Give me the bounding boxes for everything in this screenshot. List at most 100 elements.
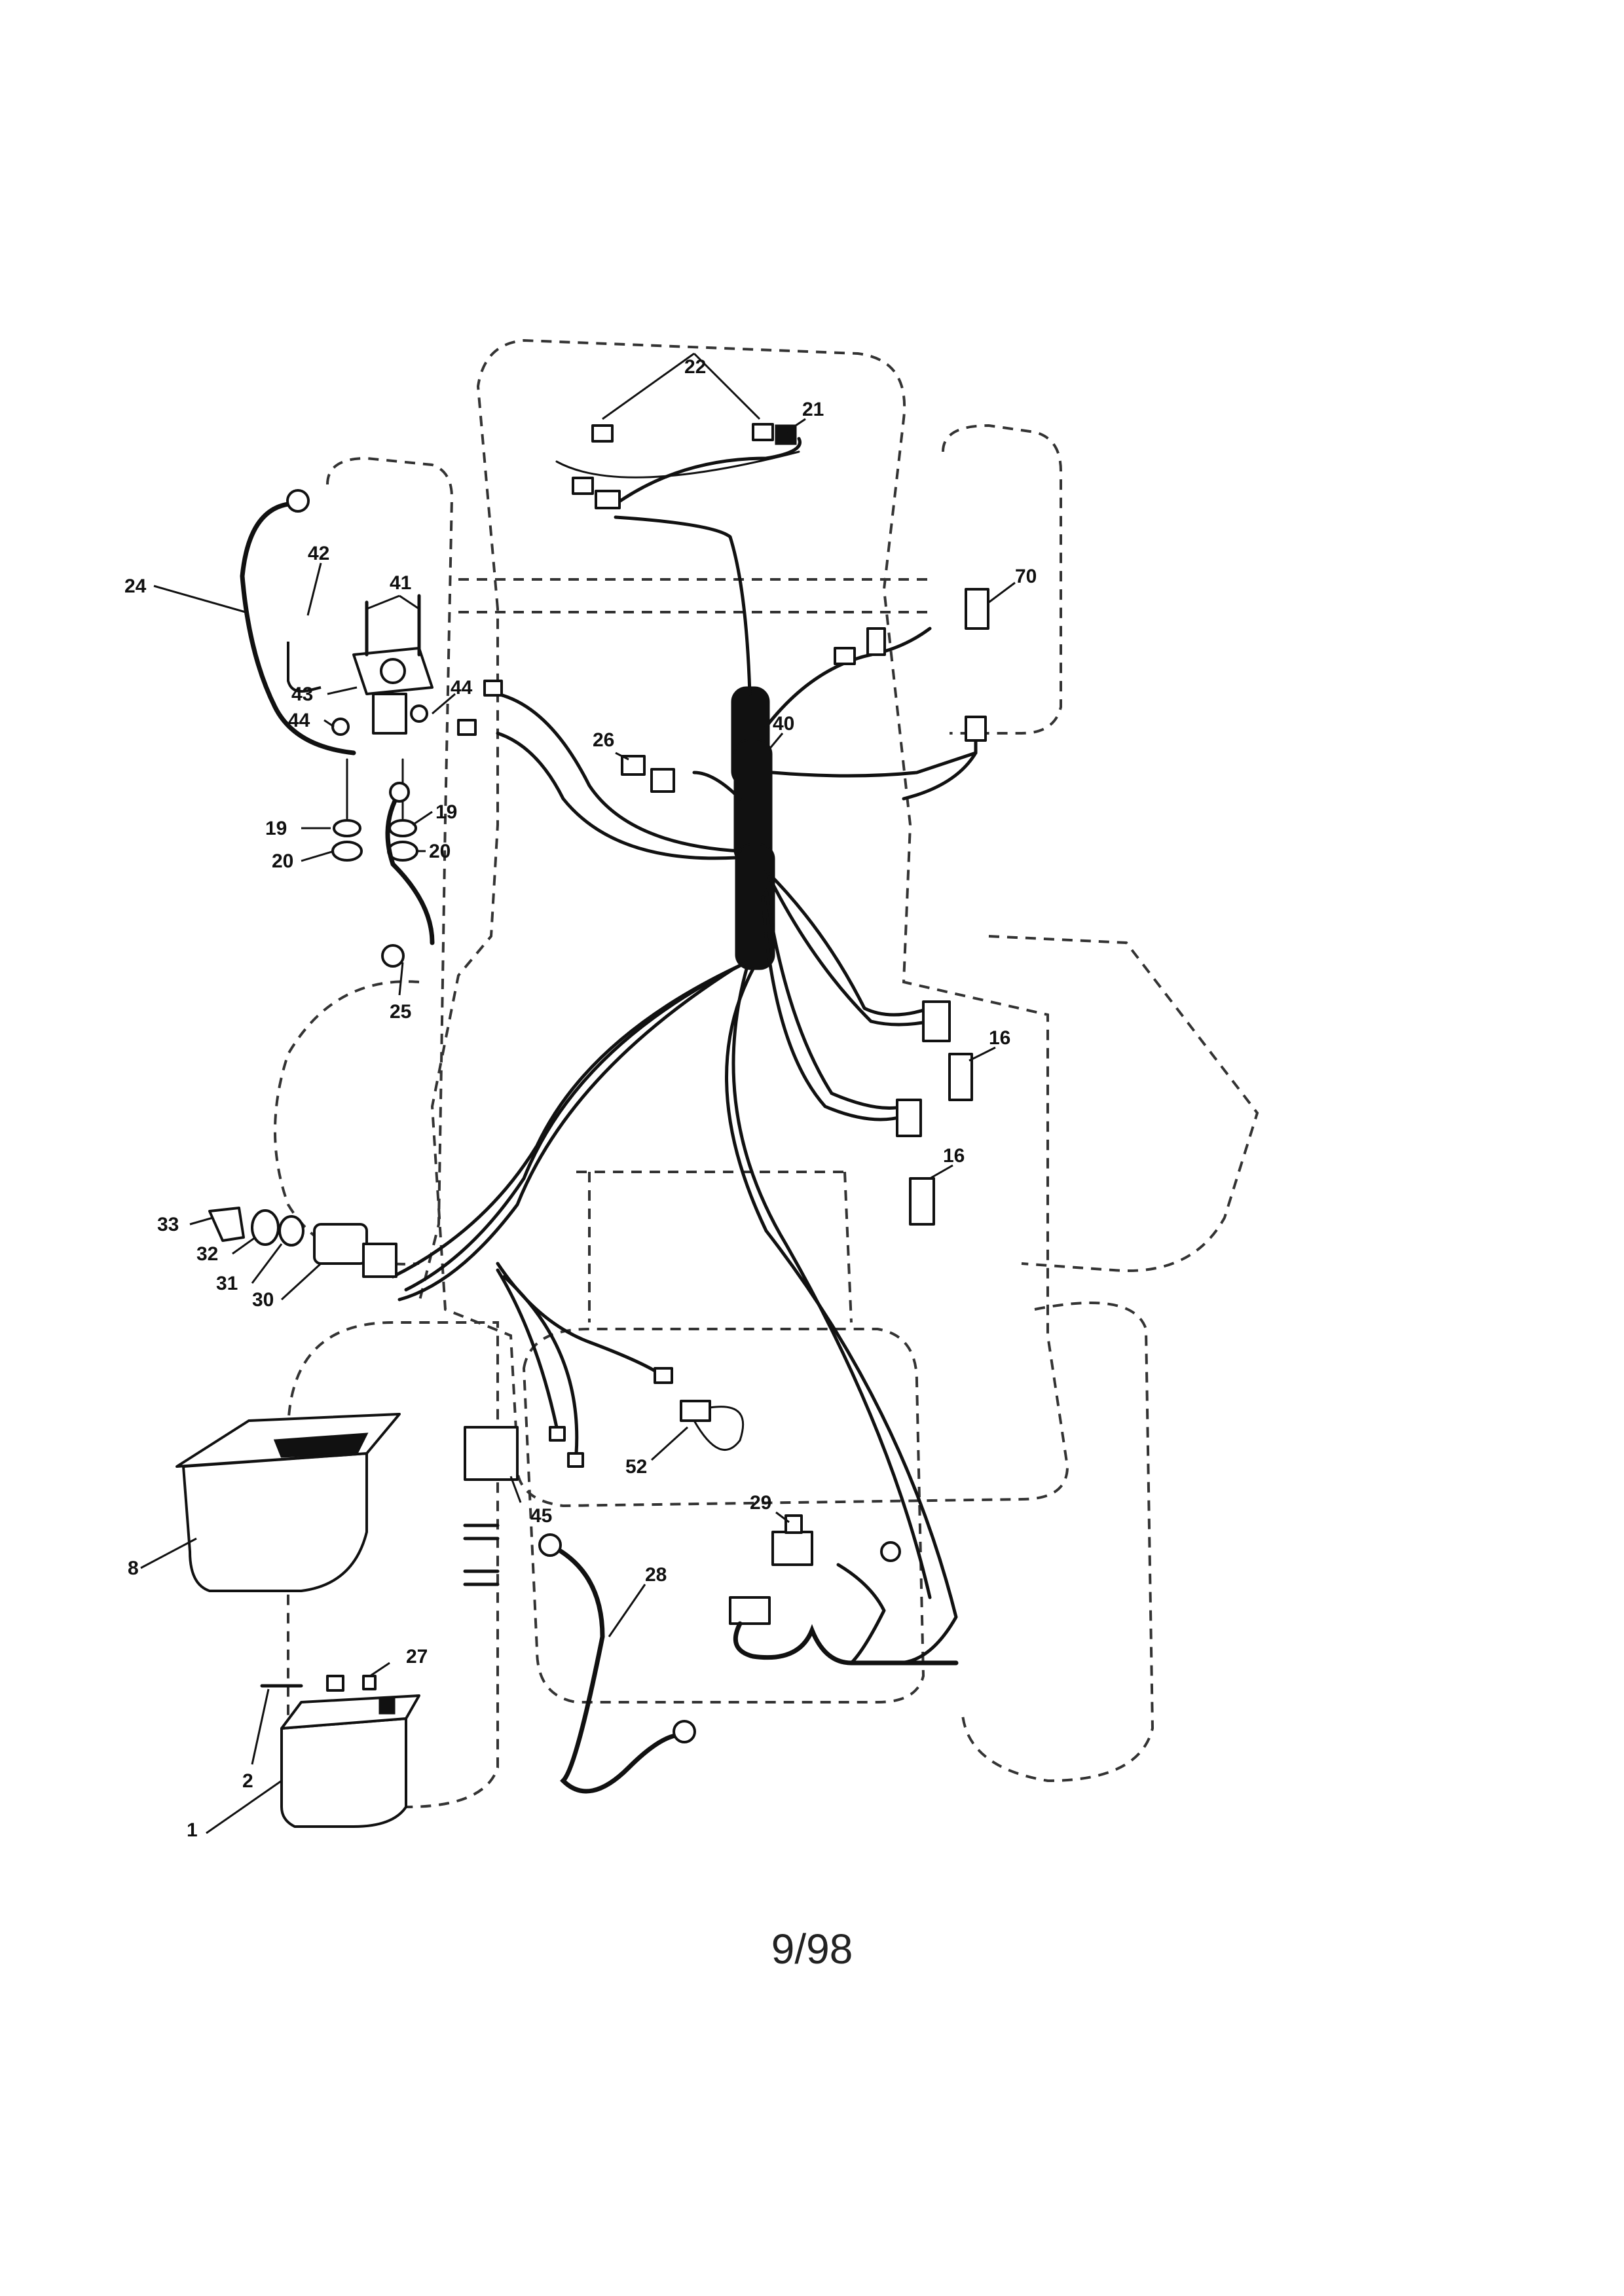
ignition-plug (362, 1243, 397, 1278)
left-battery-tray-outline (287, 1321, 499, 1809)
callout-27: 27 (406, 1646, 428, 1667)
callout-44-right: 44 (451, 677, 473, 699)
battery-components (175, 1413, 696, 1828)
callout-28: 28 (645, 1564, 667, 1586)
right-rear-tire (961, 1302, 1154, 1783)
conduit-lower (735, 843, 775, 970)
callout-22: 22 (684, 356, 706, 378)
battery-terminal (378, 1698, 396, 1715)
callout-16-upper: 16 (989, 1027, 1010, 1049)
callout-20-left: 20 (272, 850, 293, 872)
pto-switch-connector (965, 588, 989, 630)
starter-cable-terminal (381, 944, 405, 968)
seat-deck-outline (522, 1328, 925, 1704)
headlight-bulb-right (752, 423, 774, 441)
rear-harness-components (729, 1514, 959, 1666)
harness-to-switch-upper (764, 869, 932, 1017)
lock-washer-left (333, 819, 361, 837)
footrest-outline (576, 1171, 853, 1323)
pto-plug (866, 627, 886, 656)
callout-52: 52 (625, 1456, 647, 1478)
ignition-key (208, 1207, 245, 1242)
headlight-wire (614, 437, 802, 506)
brake-switch-plunger (784, 1514, 803, 1534)
callout-70: 70 (1015, 566, 1037, 587)
callout-40: 40 (773, 713, 794, 735)
interlock-switch-lower (909, 1177, 935, 1226)
hex-nut-left (331, 841, 363, 862)
callout-44-left: 44 (288, 710, 310, 731)
solenoid-terminal (380, 658, 406, 684)
solenoid-cable-terminal (389, 782, 410, 803)
hood-outline (430, 338, 1069, 1508)
harness-to-switch-lower (764, 888, 906, 1110)
right-frame-rail (942, 424, 1062, 735)
ignition-switch-assembly (208, 1207, 397, 1278)
harness-to-switch-lower-2 (761, 895, 906, 1121)
interlock-switch-upper (948, 1053, 973, 1101)
harness-to-ignition-2 (404, 964, 742, 1292)
pto-plug-2 (834, 647, 856, 665)
harness-plug-lower (896, 1099, 922, 1137)
starter-solenoid-assembly (287, 594, 503, 862)
positive-cable-terminal (286, 489, 310, 513)
ignition-switch (313, 1223, 368, 1265)
solenoid-to-starter-cable (385, 790, 435, 945)
callout-24: 24 (124, 575, 147, 597)
rear-coil-cord (733, 1621, 959, 1666)
harness-to-seat-switch (771, 751, 978, 778)
solenoid-harness-plug-2 (457, 719, 477, 736)
ignition-to-plug-lead-2 (502, 1275, 579, 1455)
rear-ring-terminal (880, 1541, 901, 1562)
positive-cable (240, 501, 356, 756)
callout-19-left: 19 (265, 818, 287, 839)
rear-connector (729, 1596, 771, 1625)
interlock-switches (896, 1000, 973, 1226)
solenoid-nut-right (410, 704, 428, 723)
front-axle-beam (458, 578, 930, 613)
callout-21: 21 (802, 399, 824, 420)
battery-box-ribs (273, 1432, 369, 1458)
harness-plug-upper (922, 1000, 951, 1042)
callout-2: 2 (242, 1770, 253, 1792)
solenoid-boot (287, 642, 322, 693)
harness-to-rear-2 (731, 967, 932, 1599)
callout-29: 29 (750, 1492, 771, 1514)
plug-lead-end-2 (567, 1452, 584, 1468)
main-harness (391, 515, 978, 1665)
callout-26: 26 (593, 729, 614, 751)
callout-33: 33 (157, 1214, 179, 1235)
harness-to-fuse (692, 771, 742, 801)
callout-8: 8 (128, 1558, 139, 1579)
solenoid-body (372, 693, 407, 735)
leader-lines (140, 352, 1016, 1834)
headlight-harness (555, 423, 802, 509)
brake-switch (771, 1531, 813, 1566)
battery (280, 1717, 407, 1828)
headlight-harness-plug (572, 477, 594, 495)
battery-cables (240, 489, 435, 968)
ground-cable (547, 1542, 684, 1794)
seat-switch-connector (965, 716, 987, 742)
harness-to-switch-upper-2 (767, 875, 932, 1027)
ignition-to-plug-lead (496, 1268, 559, 1429)
left-rear-tire (274, 980, 420, 1266)
callout-16-lower: 16 (943, 1145, 965, 1167)
callout-45: 45 (530, 1505, 552, 1527)
callout-42: 42 (308, 543, 329, 564)
harness-to-rear (725, 967, 958, 1665)
small-harness-parts (549, 755, 745, 1468)
harness-to-solenoid (496, 692, 742, 853)
lock-washer-right (388, 819, 417, 837)
harness-to-solenoid-2 (496, 731, 739, 860)
harness-to-headlights (614, 515, 752, 696)
callout-30: 30 (252, 1289, 274, 1311)
ignition-nut (278, 1215, 304, 1247)
harness-to-ignition (391, 960, 748, 1279)
right-fender (988, 935, 1259, 1272)
terminal-nut (326, 1675, 344, 1692)
rear-wire-loop (836, 1563, 886, 1665)
terminal-nut-2 (362, 1675, 377, 1690)
